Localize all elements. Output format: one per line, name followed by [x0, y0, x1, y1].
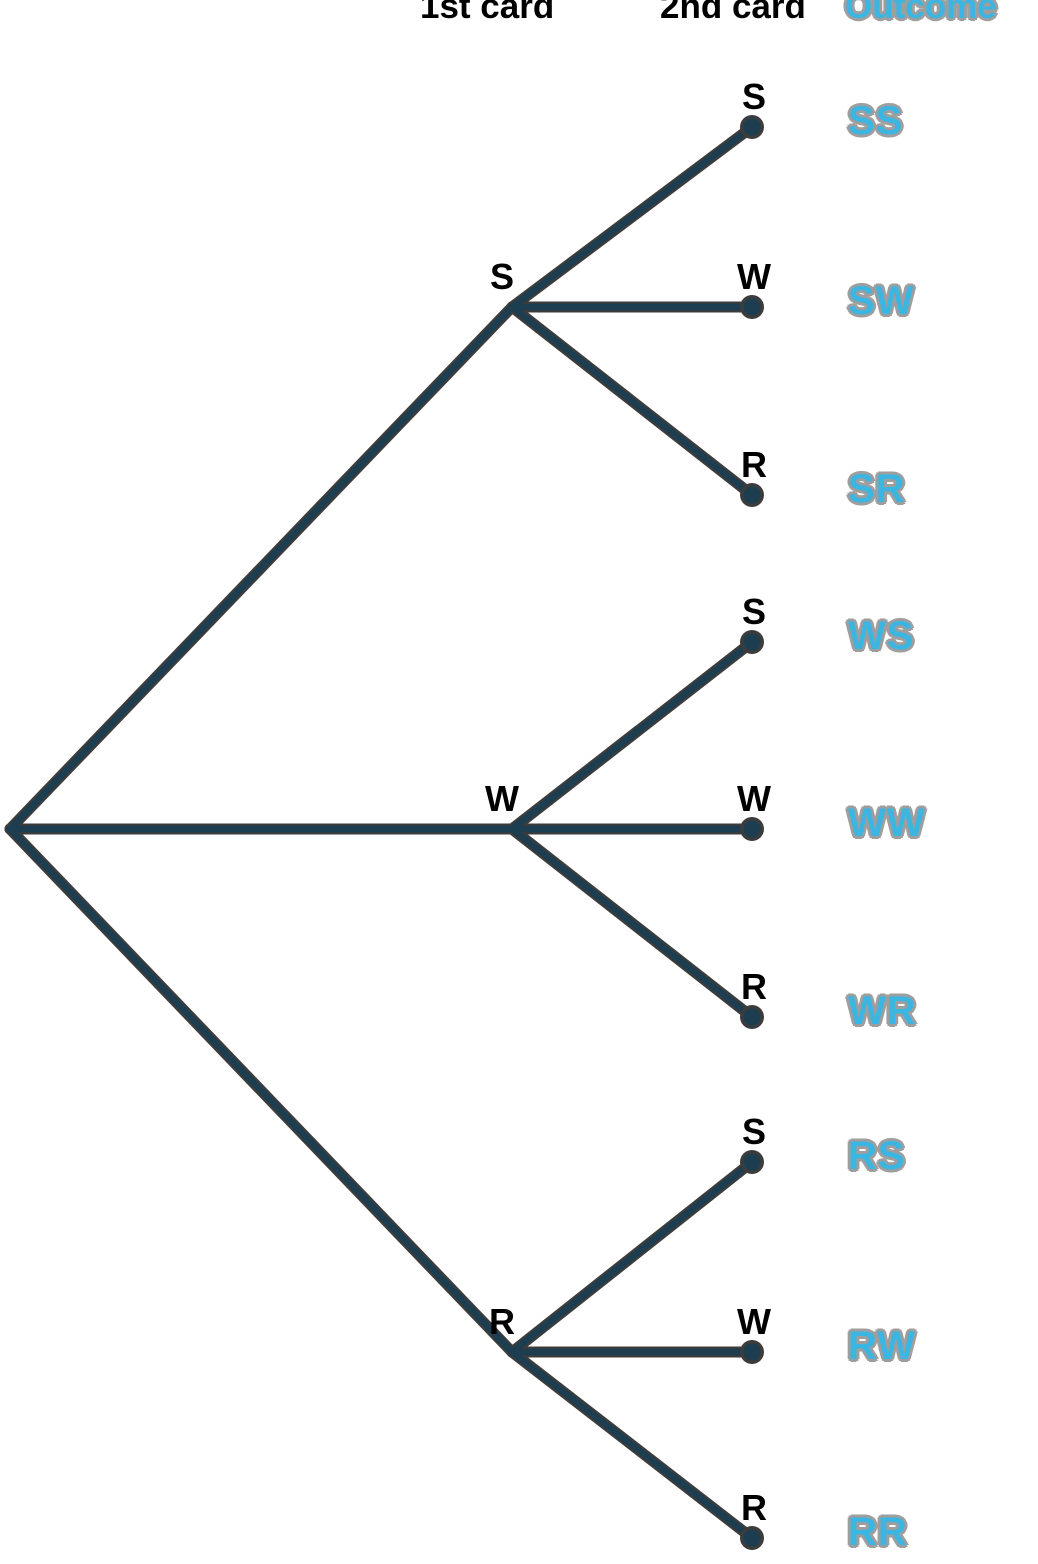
first-card-node-label: R: [489, 1301, 515, 1342]
leaf-dot: [743, 820, 761, 838]
column-header-second-card: 2nd card: [660, 0, 806, 26]
second-card-leaf-label: S: [741, 1111, 767, 1152]
first-card-node-label: S: [489, 256, 515, 297]
outcome-label: SS: [848, 99, 904, 144]
column-header-outcome: Outcome: [845, 0, 997, 26]
branch-line-level2-1-0: [508, 638, 756, 833]
branch-line-level2-2-2: [508, 1348, 756, 1542]
leaf-dot: [743, 633, 761, 651]
leaf-dot: [743, 1153, 761, 1171]
outcome-label: WW: [848, 801, 926, 846]
outcome-label: SW: [848, 279, 915, 324]
outcome-label: RR: [848, 1510, 908, 1555]
outcome-label: WR: [848, 989, 917, 1034]
branch-line-level2-1-2: [508, 825, 756, 1021]
branch-line-level2-0-0: [508, 123, 756, 311]
outcome-label: SR: [848, 467, 906, 512]
outcome-label: RW: [848, 1324, 916, 1369]
column-header-first-card: 1st card: [420, 0, 555, 26]
first-card-node-label: W: [485, 778, 519, 819]
second-card-leaf-label: R: [741, 1487, 767, 1528]
leaf-dot: [743, 118, 761, 136]
branch-line-level1-2: [6, 825, 516, 1356]
leaf-dot: [743, 1343, 761, 1361]
outcome-label: WS: [848, 614, 915, 659]
second-card-leaf-label: W: [737, 1301, 771, 1342]
second-card-leaf-label: S: [741, 76, 767, 117]
leaf-dot: [743, 486, 761, 504]
branch-line-level2-0-2: [508, 303, 756, 499]
second-card-leaf-label: W: [737, 256, 771, 297]
second-card-leaf-label: S: [741, 591, 767, 632]
branch-line-level1-0: [6, 303, 516, 833]
branch-line-level2-2-0: [508, 1158, 756, 1356]
leaf-dot: [743, 1008, 761, 1026]
outcome-label: RS: [848, 1134, 906, 1179]
second-card-leaf-label: W: [737, 778, 771, 819]
leaf-dot: [743, 1529, 761, 1547]
leaf-dot: [743, 298, 761, 316]
second-card-leaf-label: R: [741, 966, 767, 1007]
second-card-leaf-label: R: [741, 444, 767, 485]
